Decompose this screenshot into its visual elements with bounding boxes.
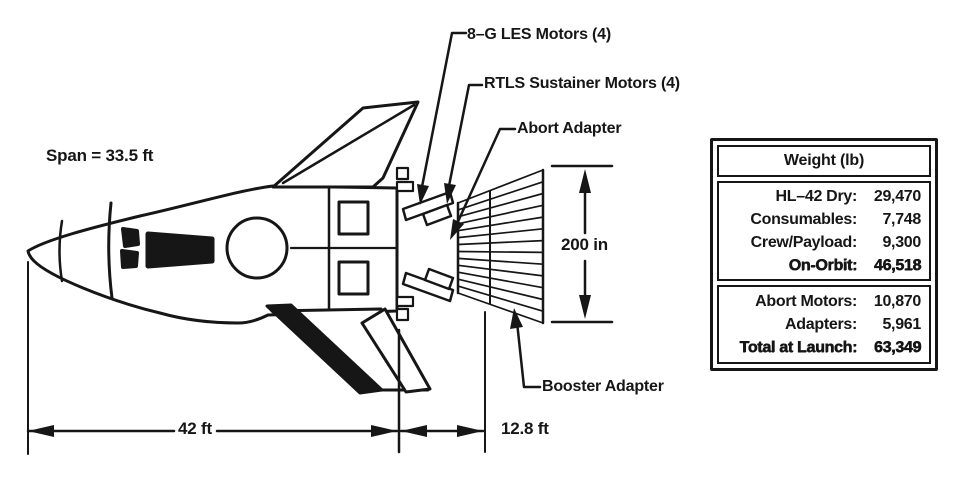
dim-label-200in: 200 in bbox=[561, 235, 608, 254]
truss-stringer bbox=[457, 239, 544, 246]
les-nozzle-upper bbox=[421, 203, 453, 227]
cockpit-window-upper bbox=[121, 227, 140, 248]
arrow-booster bbox=[510, 308, 523, 329]
aft-bay-lower bbox=[337, 260, 370, 296]
truss-stringer bbox=[457, 227, 544, 239]
dimension-arrowheads bbox=[28, 169, 591, 437]
arrow-abort bbox=[450, 219, 464, 240]
row-value: 5,961 bbox=[882, 316, 921, 333]
truss-stringers bbox=[457, 169, 544, 324]
arrow-42ft-left bbox=[28, 425, 54, 437]
truss-stringer bbox=[457, 264, 544, 277]
hatch-panel bbox=[145, 231, 215, 269]
dim-label-128ft: 12.8 ft bbox=[501, 419, 549, 438]
arrow-200-down bbox=[579, 295, 591, 319]
bulkhead-tab-2 bbox=[395, 180, 415, 193]
callout-leaders bbox=[417, 31, 542, 389]
table-row-total-orbit: On-Orbit: 46,518 bbox=[719, 254, 929, 277]
lower-wing-leading-edge bbox=[265, 303, 384, 395]
truss-stringer bbox=[457, 169, 544, 204]
row-value: 29,470 bbox=[873, 188, 921, 205]
table-row: HL–42 Dry: 29,470 bbox=[719, 185, 929, 208]
row-value: 9,300 bbox=[882, 234, 921, 251]
bulkhead-tab-1 bbox=[395, 166, 410, 181]
span-dimension-label: Span = 33.5 ft bbox=[46, 146, 154, 165]
row-label: Consumables: bbox=[750, 211, 857, 228]
callout-rtls-motors: RTLS Sustainer Motors (4) bbox=[484, 75, 680, 92]
vehicle bbox=[26, 100, 432, 395]
truss-stringer bbox=[457, 292, 544, 324]
row-value: 46,518 bbox=[873, 257, 921, 274]
weight-table: Weight (lb) HL–42 Dry: 29,470 Consumable… bbox=[710, 138, 938, 371]
callout-booster-adapter: Booster Adapter bbox=[542, 378, 664, 395]
arrow-42ft-right bbox=[371, 425, 397, 437]
truss-stringer bbox=[457, 271, 544, 289]
arrow-les bbox=[417, 184, 429, 205]
dim-label-42ft: 42 ft bbox=[178, 419, 212, 438]
upper-fin-edge-line bbox=[281, 103, 416, 185]
callout-abort-adapter: Abort Adapter bbox=[517, 120, 622, 137]
row-value: 10,870 bbox=[873, 293, 921, 310]
arrow-200-up bbox=[579, 169, 591, 193]
row-value: 7,748 bbox=[882, 211, 921, 228]
table-row: Crew/Payload: 9,300 bbox=[719, 231, 929, 254]
leader-abort bbox=[454, 127, 517, 228]
dimension-lines bbox=[26, 164, 614, 455]
table-row-total-launch: Total at Launch: 63,349 bbox=[719, 336, 929, 359]
weight-table-header: Weight (lb) bbox=[717, 145, 931, 177]
row-label: HL–42 Dry: bbox=[775, 188, 858, 205]
weight-table-launch-section: Abort Motors: 10,870 Adapters: 5,961 Tot… bbox=[717, 285, 931, 364]
cockpit-window-lower bbox=[120, 249, 139, 269]
leader-booster bbox=[515, 320, 542, 389]
row-label: Adapters: bbox=[785, 316, 857, 333]
row-label: Abort Motors: bbox=[755, 293, 857, 310]
les-motor-upper bbox=[401, 190, 455, 222]
truss-stringer bbox=[457, 257, 544, 266]
lower-fin bbox=[360, 307, 432, 394]
leader-rtls bbox=[446, 83, 484, 193]
weight-table-title: Weight (lb) bbox=[783, 152, 865, 169]
table-row: Abort Motors: 10,870 bbox=[719, 290, 929, 313]
aft-bay-upper bbox=[337, 200, 370, 236]
row-label: On-Orbit: bbox=[788, 257, 858, 274]
row-label: Crew/Payload: bbox=[750, 234, 858, 251]
leader-les bbox=[419, 31, 468, 194]
les-nozzle-lower bbox=[423, 267, 455, 291]
callout-les-motors: 8–G LES Motors (4) bbox=[467, 26, 611, 43]
weight-table-orbit-section: HL–42 Dry: 29,470 Consumables: 7,748 Cre… bbox=[717, 181, 931, 281]
table-row: Consumables: 7,748 bbox=[719, 208, 929, 231]
bulkhead-tab-3 bbox=[395, 295, 415, 308]
truss-stringer bbox=[457, 278, 544, 301]
row-label: Total at Launch: bbox=[739, 339, 857, 356]
nose-segment-arc-2 bbox=[107, 201, 114, 300]
abort-adapter-truss bbox=[456, 168, 545, 325]
truss-stringer bbox=[457, 204, 544, 225]
truss-stringer bbox=[457, 180, 544, 211]
truss-stringer bbox=[457, 216, 544, 232]
truss-stringer bbox=[457, 285, 544, 313]
truss-stringer bbox=[457, 250, 544, 254]
truss-stringer bbox=[457, 192, 544, 218]
arrow-rtls bbox=[444, 183, 456, 204]
leader-arrowheads bbox=[417, 183, 523, 329]
arrow-128-right bbox=[457, 425, 483, 437]
nose-segment-arc-1 bbox=[58, 219, 64, 283]
abort-motors bbox=[401, 190, 455, 303]
bulkhead-tab-4 bbox=[395, 307, 410, 322]
arrow-128-left bbox=[401, 425, 427, 437]
row-value: 63,349 bbox=[873, 339, 921, 356]
table-row: Adapters: 5,961 bbox=[719, 313, 929, 336]
docking-port-circle bbox=[225, 216, 289, 280]
